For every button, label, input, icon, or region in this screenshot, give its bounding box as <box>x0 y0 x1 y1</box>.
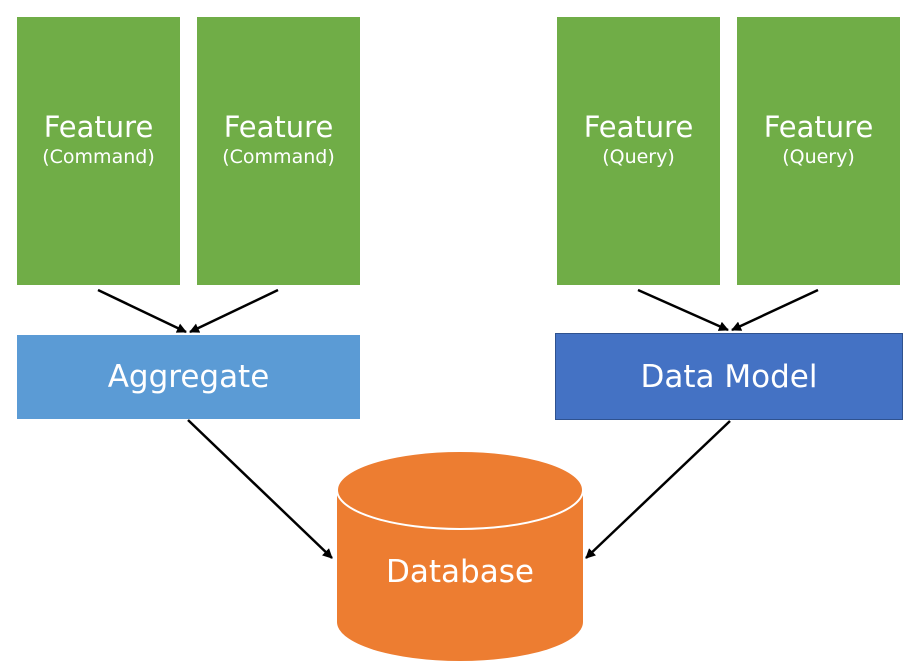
feature-title: Feature <box>223 110 334 144</box>
feature-command-box-1: Feature (Command) <box>17 17 180 285</box>
feature-title: Feature <box>583 110 694 144</box>
feature-query-box-2: Feature (Query) <box>737 17 900 285</box>
feature-query-box-1: Feature (Query) <box>557 17 720 285</box>
database-top <box>336 450 584 530</box>
feature-subtitle: (Command) <box>42 146 155 168</box>
edge-feature-query-2-to-data-model <box>731 288 819 332</box>
feature-subtitle: (Query) <box>782 146 855 168</box>
feature-command-box-2: Feature (Command) <box>197 17 360 285</box>
database-body <box>337 490 583 661</box>
aggregate-box: Aggregate <box>17 335 360 419</box>
edge-aggregate-to-database <box>187 419 333 559</box>
data-model-box: Data Model <box>555 333 903 420</box>
edge-data-model-to-database <box>585 420 731 559</box>
database-label: Database <box>386 554 534 590</box>
edge-feature-query-1-to-data-model <box>637 288 729 332</box>
feature-subtitle: (Query) <box>602 146 675 168</box>
feature-title: Feature <box>763 110 874 144</box>
feature-title: Feature <box>43 110 154 144</box>
edge-feature-command-1-to-aggregate <box>97 288 187 334</box>
aggregate-label: Aggregate <box>107 359 270 395</box>
database-cylinder <box>336 450 584 661</box>
feature-subtitle: (Command) <box>222 146 335 168</box>
data-model-label: Data Model <box>640 358 818 395</box>
edge-feature-command-2-to-aggregate <box>189 288 279 334</box>
